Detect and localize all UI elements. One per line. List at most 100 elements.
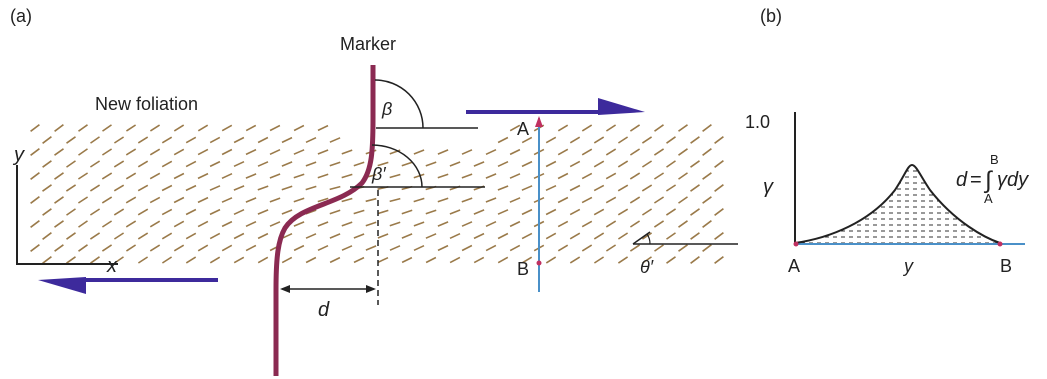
foliation-tick: [605, 220, 617, 228]
profile-point-b: [536, 260, 542, 266]
foliation-tick: [629, 172, 641, 180]
foliation-tick: [690, 256, 700, 264]
foliation-tick: [581, 148, 593, 156]
foliation-tick: [557, 124, 569, 132]
foliation-tick: [702, 172, 712, 180]
foliation-tick: [281, 136, 293, 144]
foliation-tick: [149, 124, 161, 132]
foliation-tick: [42, 256, 52, 264]
foliation-tick: [269, 124, 281, 132]
foliation-tick: [365, 197, 377, 203]
foliation-tick: [173, 124, 185, 132]
foliation-tick: [125, 220, 137, 228]
foliation-tick: [593, 208, 605, 216]
foliation-tick: [473, 232, 485, 240]
foliation-tick: [341, 221, 353, 227]
foliation-tick: [293, 244, 305, 252]
foliation-tick: [341, 197, 353, 203]
theta-prime-label: θ′: [640, 257, 654, 277]
foliation-tick: [653, 196, 665, 204]
foliation-tick: [209, 208, 221, 216]
foliation-tick: [197, 220, 209, 228]
foliation-tick: [341, 173, 353, 179]
foliation-tick: [377, 233, 389, 239]
foliation-tick: [509, 244, 521, 252]
foliation-tick: [617, 256, 629, 264]
foliation-tick: [653, 220, 665, 228]
new-foliation-label: New foliation: [95, 94, 198, 114]
foliation-tick: [461, 221, 473, 227]
beta-prime-arc: [371, 144, 423, 188]
foliation-tick: [66, 256, 76, 264]
foliation-tick: [545, 256, 557, 264]
foliation-tick: [317, 221, 329, 227]
foliation-tick: [305, 185, 317, 191]
panel-b-tag: (b): [760, 6, 782, 26]
foliation-tick: [605, 196, 617, 204]
foliation-tick: [485, 244, 497, 252]
foliation-tick: [593, 256, 605, 264]
foliation-tick: [413, 173, 425, 179]
beta-label: β: [381, 99, 392, 119]
foliation-tick: [66, 232, 76, 240]
foliation-tick: [221, 148, 233, 156]
d-arrow: [280, 285, 376, 293]
foliation-tick: [569, 136, 581, 144]
foliation-tick: [353, 233, 365, 239]
strain-curve: [794, 163, 1001, 244]
foliation-tick: [509, 148, 521, 156]
foliation-tick: [185, 160, 197, 168]
foliation-tick: [641, 184, 653, 192]
foliation-tick: [149, 172, 161, 180]
foliation-tick: [521, 160, 533, 168]
foliation-tick: [185, 208, 197, 216]
foliation-tick: [233, 136, 245, 144]
gamma-axis-label: γ: [763, 176, 774, 198]
foliation-tick: [113, 232, 125, 240]
foliation-tick: [641, 232, 653, 240]
foliation-tick: [257, 161, 269, 167]
foliation-tick: [593, 160, 605, 168]
foliation-tick: [42, 208, 52, 216]
foliation-tick: [245, 148, 257, 156]
foliation-tick: [161, 160, 173, 168]
profile-b-point-a: [793, 241, 799, 247]
foliation-tick: [437, 244, 449, 252]
foliation-tick: [617, 160, 629, 168]
foliation-tick: [161, 136, 173, 144]
foliation-tick: [353, 161, 365, 167]
foliation-tick: [269, 197, 281, 203]
foliation-tick: [605, 124, 617, 132]
foliation-tick: [401, 161, 413, 167]
foliation-tick: [65, 184, 77, 192]
foliation-tick: [102, 124, 112, 132]
foliation-tick: [545, 136, 557, 144]
foliation-tick: [485, 148, 497, 156]
foliation-tick: [30, 220, 40, 228]
foliation-tick: [521, 136, 533, 144]
foliation-tick: [666, 136, 676, 144]
foliation-tick: [221, 172, 233, 180]
foliation-tick: [545, 160, 557, 168]
foliation-tick: [137, 184, 149, 192]
foliation-tick: [245, 173, 257, 179]
foliation-tick: [437, 173, 449, 179]
formula-upper-limit: B: [990, 152, 999, 167]
foliation-tick: [173, 244, 185, 252]
foliation-tick: [149, 244, 161, 252]
foliation-tick: [678, 196, 688, 204]
foliation-tick: [449, 256, 461, 264]
foliation-tick: [161, 184, 173, 192]
foliation-tick: [281, 232, 293, 240]
foliation-tick: [125, 172, 137, 180]
foliation-tick: [113, 160, 125, 168]
foliation-tick: [42, 232, 52, 240]
foliation-tick: [281, 256, 293, 264]
foliation-tick: [137, 232, 149, 240]
foliation-tick: [557, 196, 569, 204]
formula-integral: ∫: [983, 167, 993, 194]
foliation-tick: [30, 172, 40, 180]
foliation-tick: [497, 232, 509, 240]
bottom-shear-arrow: [38, 277, 218, 294]
foliation-tick: [161, 208, 173, 216]
